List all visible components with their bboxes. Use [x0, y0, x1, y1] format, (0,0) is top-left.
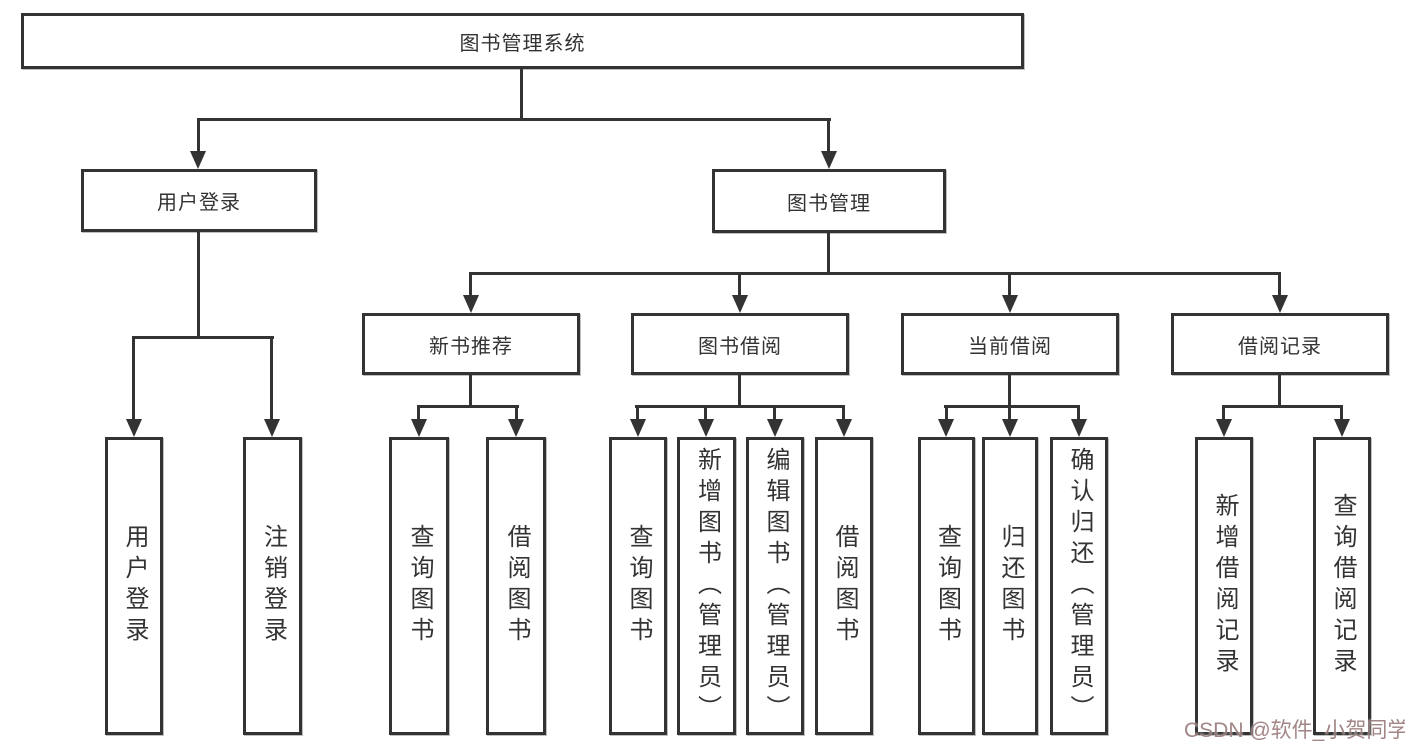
connector-group1-rail — [417, 405, 519, 408]
arrow-down-icon — [732, 295, 748, 313]
connector-to-group — [469, 272, 472, 298]
connector-to-leaf — [704, 405, 707, 423]
connector-level2-rail — [469, 272, 1281, 275]
connector-to-leaf — [773, 405, 776, 423]
leaf-user-login: 用户登录 — [105, 437, 163, 735]
connector-to-leaf — [417, 405, 420, 423]
node-label: 归还图书 — [997, 524, 1024, 648]
node-label: 借阅图书 — [503, 524, 530, 648]
connector-to-leaf — [1077, 405, 1080, 423]
connector-to-leaf — [1008, 405, 1011, 423]
connector-to-user-login — [197, 118, 200, 153]
node-label: 图书借阅 — [698, 335, 782, 358]
connector-to-leaf — [1340, 405, 1343, 423]
arrow-down-icon — [836, 419, 852, 437]
node-label: 新增借阅记录 — [1211, 493, 1238, 679]
arrow-down-icon — [938, 419, 954, 437]
connector-to-leaf — [132, 336, 135, 421]
arrow-down-icon — [508, 419, 524, 437]
node-label: 当前借阅 — [968, 335, 1052, 358]
connector-to-leaf — [842, 405, 845, 423]
leaf-borrow-books-recommend: 借阅图书 — [486, 437, 546, 735]
node-new-book-recommend: 新书推荐 — [362, 313, 580, 375]
arrow-down-icon — [1071, 419, 1087, 437]
arrow-down-icon — [630, 419, 646, 437]
node-label: 注销登录 — [259, 524, 287, 648]
node-label: 用户登录 — [121, 524, 148, 648]
arrow-down-icon — [264, 419, 280, 437]
connector-group3-rail — [944, 405, 1080, 408]
connector-group4-rail — [1222, 405, 1342, 408]
node-label: 查询图书 — [625, 524, 652, 648]
leaf-add-borrow-record: 新增借阅记录 — [1195, 437, 1253, 735]
connector-group2-rail — [635, 405, 845, 408]
connector-to-leaf — [270, 336, 273, 421]
arrow-down-icon — [1334, 419, 1350, 437]
connector-group2-stem — [738, 375, 741, 408]
node-label: 用户登录 — [157, 192, 241, 214]
node-root-library-system: 图书管理系统 — [21, 13, 1024, 69]
arrow-down-icon — [821, 151, 837, 169]
leaf-borrow-books-borrowing: 借阅图书 — [815, 437, 873, 735]
node-current-borrowing: 当前借阅 — [901, 313, 1119, 375]
node-user-login: 用户登录 — [81, 169, 317, 232]
node-label: 新增图书（管理员） — [693, 446, 721, 726]
leaf-edit-book-admin: 编辑图书（管理员） — [746, 437, 804, 735]
connector-to-leaf — [515, 405, 518, 423]
leaf-return-book: 归还图书 — [982, 437, 1038, 735]
connector-to-leaf — [1222, 405, 1225, 423]
arrow-down-icon — [1216, 419, 1232, 437]
leaf-query-borrow-record: 查询借阅记录 — [1313, 437, 1371, 735]
connector-mgmt-stem — [827, 233, 830, 272]
leaf-query-books-current: 查询图书 — [918, 437, 975, 735]
connector-to-book-management — [827, 118, 830, 153]
node-label: 新书推荐 — [429, 335, 513, 358]
arrow-down-icon — [767, 419, 783, 437]
arrow-down-icon — [411, 419, 427, 437]
csdn-watermark: CSDN @软件_小贺同学 — [1184, 719, 1405, 742]
node-book-management: 图书管理 — [712, 169, 946, 233]
arrow-down-icon — [698, 419, 714, 437]
connector-group4-stem — [1278, 375, 1281, 408]
node-label: 借阅记录 — [1238, 335, 1322, 358]
node-label: 确认归还（管理员） — [1066, 446, 1093, 726]
arrow-down-icon — [1272, 295, 1288, 313]
arrow-down-icon — [1002, 295, 1018, 313]
connector-to-leaf — [945, 405, 948, 423]
arrow-down-icon — [463, 295, 479, 313]
connector-to-group — [1278, 272, 1281, 298]
connector-to-group — [738, 272, 741, 298]
node-label: 查询借阅记录 — [1329, 493, 1356, 679]
connector-level1-rail — [197, 118, 831, 121]
leaf-add-book-admin: 新增图书（管理员） — [677, 437, 736, 735]
connector-root-stem — [520, 69, 523, 118]
node-book-borrowing: 图书借阅 — [631, 313, 849, 375]
leaf-confirm-return-admin: 确认归还（管理员） — [1050, 437, 1108, 735]
node-label: 借阅图书 — [831, 524, 858, 648]
leaf-query-books-borrowing: 查询图书 — [609, 437, 667, 735]
arrow-down-icon — [190, 151, 206, 169]
connector-group3-stem — [1008, 375, 1011, 408]
connector-to-group — [1008, 272, 1011, 298]
arrow-down-icon — [1002, 419, 1018, 437]
node-label: 查询图书 — [406, 524, 433, 648]
arrow-down-icon — [126, 419, 142, 437]
node-borrowing-records: 借阅记录 — [1171, 313, 1389, 375]
node-label: 编辑图书（管理员） — [762, 446, 789, 726]
connector-login-rail — [132, 336, 274, 339]
node-label: 图书管理系统 — [459, 32, 586, 55]
connector-group1-stem — [469, 375, 472, 408]
connector-login-stem — [197, 232, 200, 336]
node-label: 图书管理 — [787, 192, 871, 215]
connector-to-leaf — [636, 405, 639, 423]
leaf-query-books-recommend: 查询图书 — [389, 437, 449, 735]
leaf-logout: 注销登录 — [243, 437, 302, 735]
node-label: 查询图书 — [933, 524, 961, 648]
